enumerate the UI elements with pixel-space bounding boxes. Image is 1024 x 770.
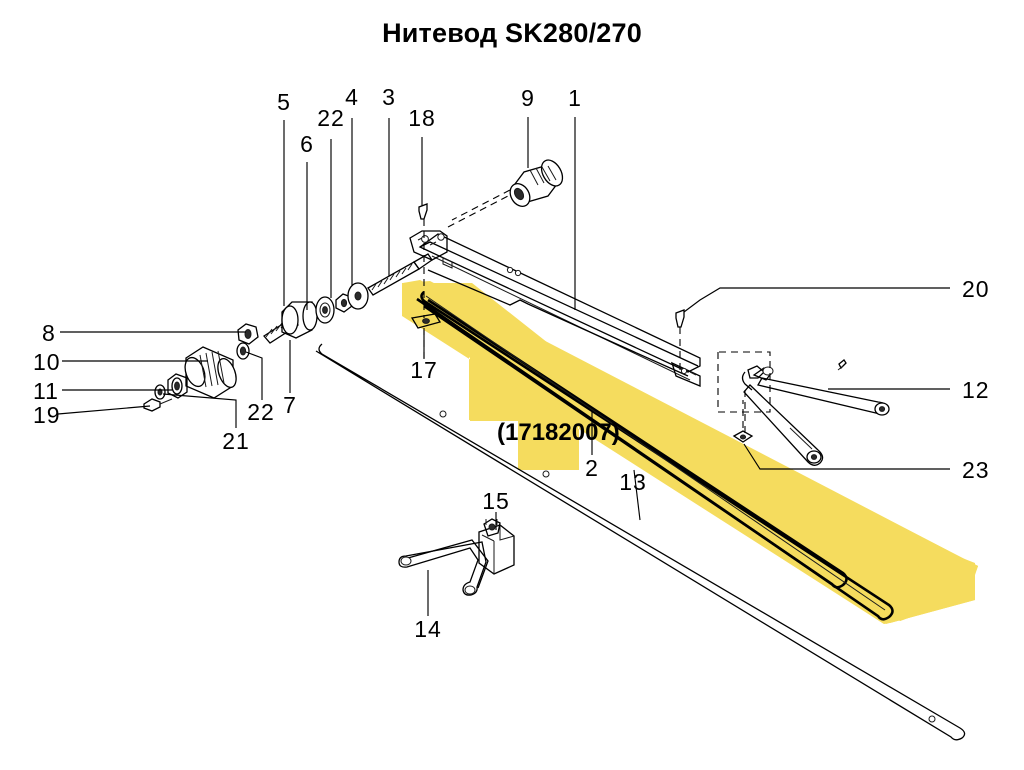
part-2-guide-wires — [416, 290, 894, 621]
part-12-23-lever-linkage — [679, 327, 890, 466]
yellow-highlight-band — [402, 280, 978, 624]
part-14-bracket — [398, 539, 489, 596]
callout-1: 1 — [568, 85, 582, 111]
callout-22-bottom: 22 — [247, 399, 275, 425]
part-15-clamp — [478, 518, 515, 575]
callout-5: 5 — [277, 89, 291, 115]
page-title: Нитевод SK280/270 — [382, 18, 642, 48]
callout-21: 21 — [222, 428, 250, 454]
callout-leader-lines — [57, 117, 950, 616]
callout-22-top: 22 — [317, 105, 345, 131]
highlight-band-final — [402, 283, 968, 624]
part-9-knurled-knob — [509, 159, 564, 207]
callout-18: 18 — [408, 105, 436, 131]
part-1-main-rail — [409, 230, 701, 387]
callout-2: 2 — [585, 455, 599, 481]
part-18-screw — [418, 203, 428, 220]
callout-8: 8 — [42, 320, 56, 346]
callout-15: 15 — [482, 488, 510, 514]
part-20-screw — [675, 309, 685, 328]
callout-13: 13 — [619, 469, 647, 495]
callout-4: 4 — [345, 84, 359, 110]
left-exploded-parts-cluster — [143, 253, 433, 412]
part-13-long-rod — [315, 343, 966, 741]
callout-19: 19 — [33, 402, 61, 428]
callout-20: 20 — [962, 276, 990, 302]
callout-7: 7 — [283, 392, 297, 418]
callout-9: 9 — [521, 85, 535, 111]
callout-3: 3 — [382, 84, 396, 110]
callout-10: 10 — [33, 349, 61, 375]
callout-23: 23 — [962, 457, 990, 483]
callout-17: 17 — [410, 357, 438, 383]
part-code-label: (17182007) — [497, 419, 620, 446]
callout-14: 14 — [414, 616, 442, 642]
callout-11: 11 — [33, 378, 59, 404]
callout-6: 6 — [300, 131, 314, 157]
callout-12: 12 — [962, 377, 990, 403]
callout-numbers: 5 6 22 4 3 18 9 1 8 10 11 19 21 22 7 17 … — [33, 84, 990, 642]
part-17-clip — [410, 313, 442, 329]
